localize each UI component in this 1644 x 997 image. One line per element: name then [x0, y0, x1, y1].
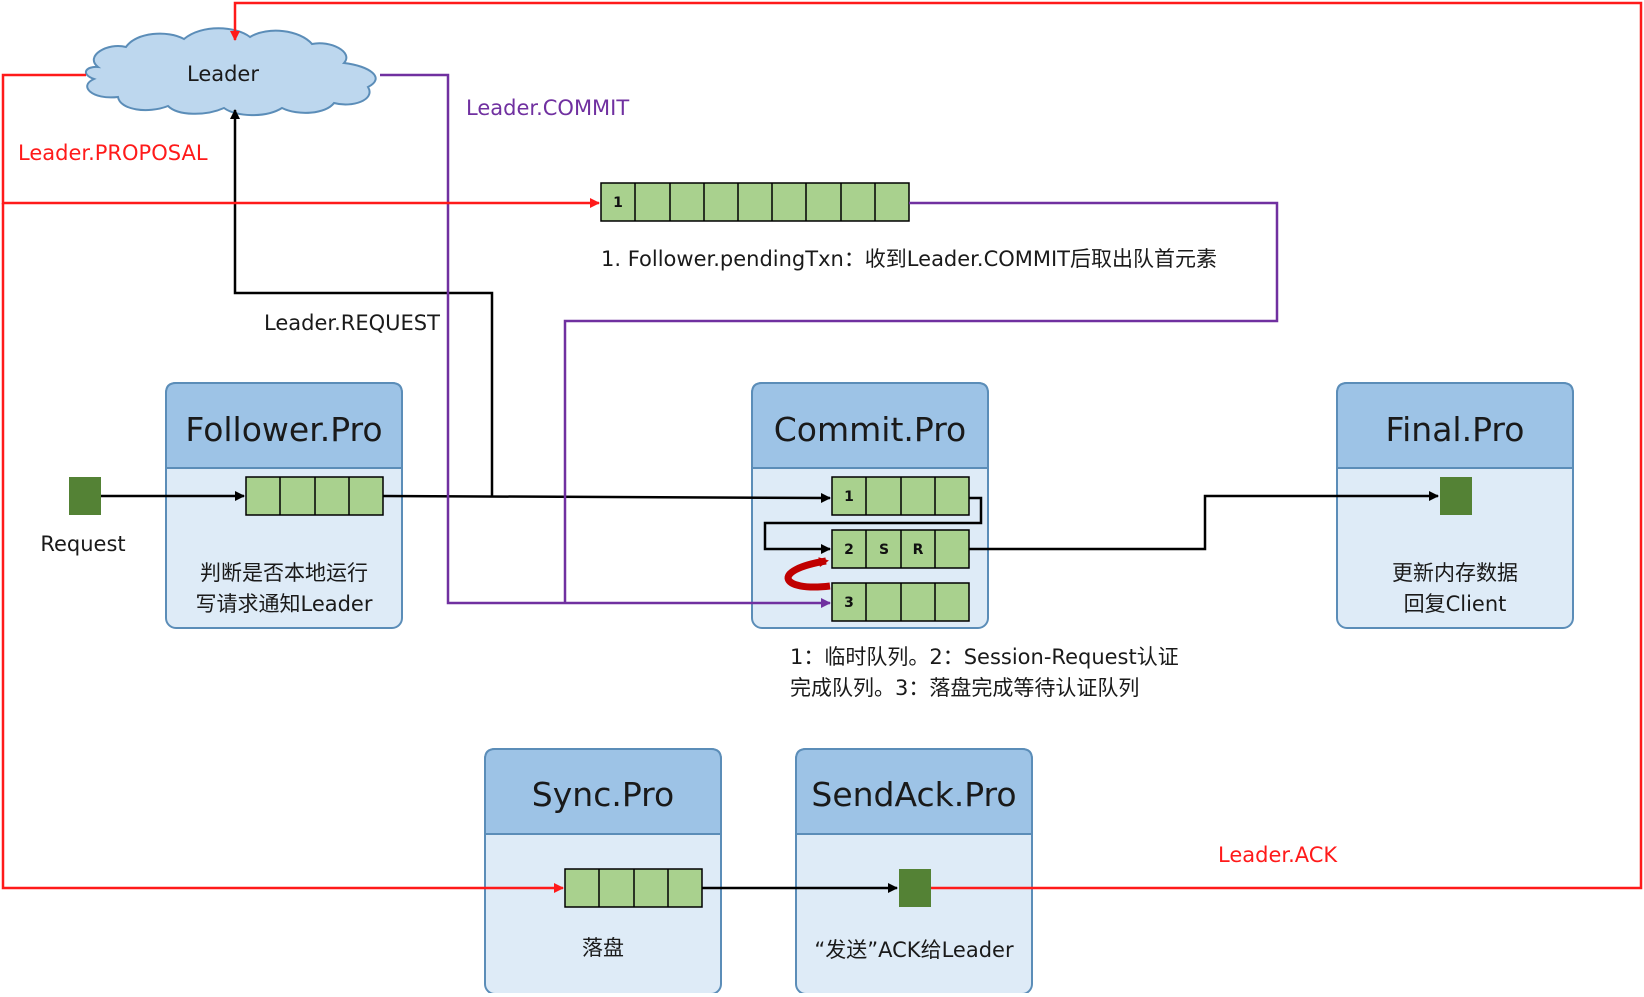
pending-txn-caption: 1. Follower.pendingTxn：收到Leader.COMMIT后取… — [601, 247, 1217, 271]
commit-queue-2-label: 2 — [844, 542, 854, 558]
request-block: Request — [40, 477, 126, 556]
commit-queue-3: 3 — [831, 582, 970, 622]
leader-cloud: Leader — [84, 27, 377, 117]
commit-queue-3-label: 3 — [844, 595, 854, 611]
final-desc-line1: 更新内存数据 — [1392, 561, 1518, 585]
leader-proposal-to-sync-arrow — [1, 203, 564, 893]
commit-q1-to-q2-arrow — [763, 496, 983, 554]
follower-desc-line2: 写请求通知Leader — [195, 592, 372, 616]
follower-queue — [245, 476, 384, 516]
commit-queue-2-r: R — [913, 542, 924, 558]
sync-queue — [564, 868, 703, 908]
leader-request-arrow — [230, 109, 494, 496]
leader-commit-arrow — [380, 73, 831, 608]
leader-proposal-label: Leader.PROPOSAL — [18, 141, 208, 165]
final-title: Final.Pro — [1386, 410, 1525, 449]
commit-title: Commit.Pro — [774, 410, 966, 449]
leader-ack-arrow — [230, 1, 1643, 890]
pending-txn-to-commit-arrow — [563, 201, 1279, 603]
final-desc-line2: 回复Client — [1404, 592, 1507, 616]
pending-txn-queue: 1 — [600, 182, 910, 222]
follower-queue-to-commit-queue-1-arrow — [382, 492, 831, 503]
final-output-block — [1440, 477, 1472, 515]
sendack-title: SendAck.Pro — [811, 775, 1016, 814]
sendack-block — [899, 869, 931, 907]
commit-queue-2-to-final-arrow — [969, 491, 1439, 551]
follower-processor-box: Follower.Pro 判断是否本地运行 写请求通知Leader — [165, 382, 403, 629]
leader-label: Leader — [187, 62, 259, 86]
commit-queue-2: 2 S R — [831, 529, 970, 569]
sendack-desc: “发送”ACK给Leader — [814, 938, 1014, 962]
sync-desc: 落盘 — [582, 936, 624, 960]
sync-title: Sync.Pro — [532, 775, 674, 814]
leader-ack-label: Leader.ACK — [1218, 843, 1338, 867]
leader-request-label: Leader.REQUEST — [264, 311, 440, 335]
request-label: Request — [40, 532, 125, 556]
commit-queue-1: 1 — [831, 476, 970, 516]
commit-q3-to-q2-curved-arrow — [784, 557, 831, 591]
pending-txn-cell-1: 1 — [613, 195, 623, 211]
follower-desc-line1: 判断是否本地运行 — [200, 561, 368, 585]
commit-note-line2: 完成队列。3：落盘完成等待认证队列 — [790, 676, 1139, 700]
leader-proposal-arrow — [1, 73, 600, 208]
commit-queue-1-label: 1 — [844, 489, 854, 505]
follower-title: Follower.Pro — [185, 410, 382, 449]
leader-commit-label: Leader.COMMIT — [466, 96, 629, 120]
commit-queue-2-s: S — [879, 542, 889, 558]
commit-note-line1: 1：临时队列。2：Session-Request认证 — [790, 645, 1179, 669]
